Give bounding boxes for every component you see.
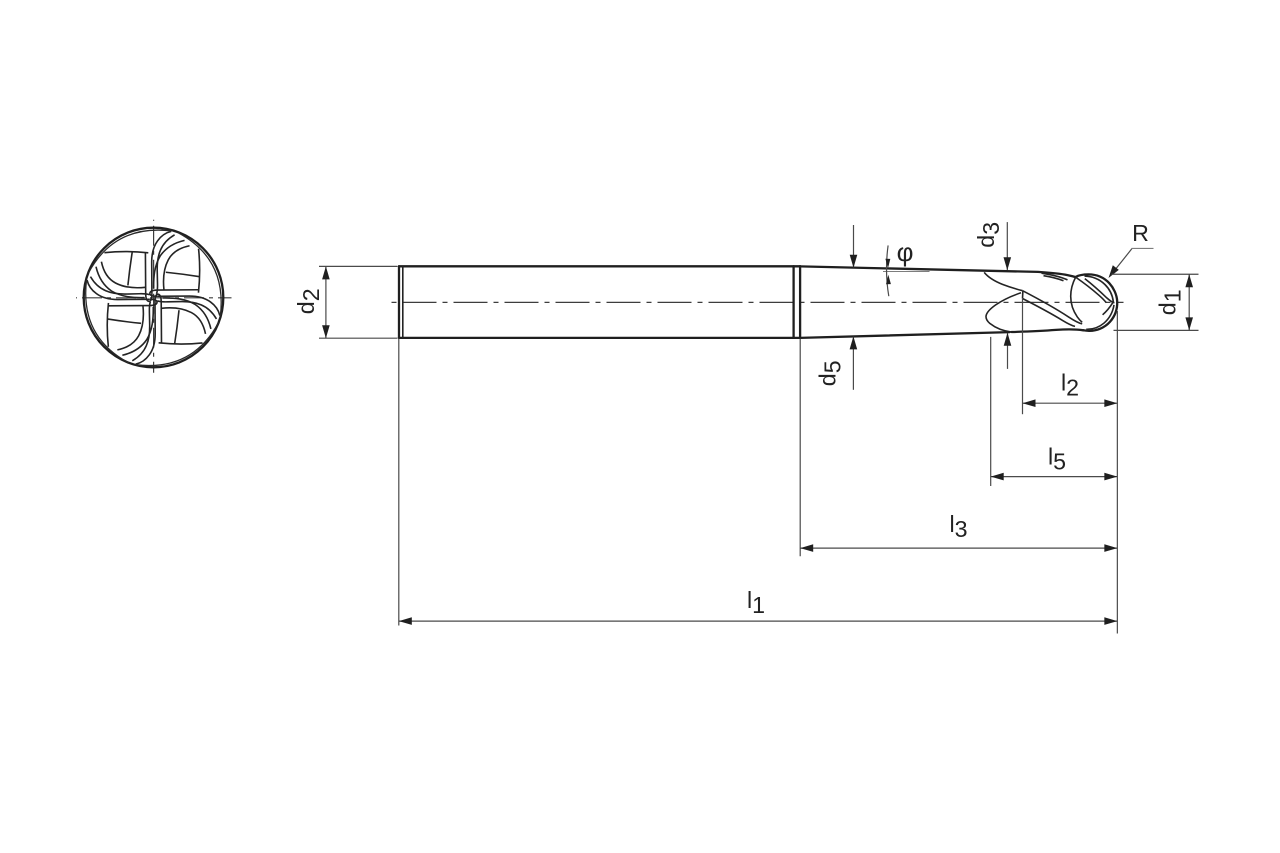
label-phi: φ [897,237,914,267]
ball-nose-outline [1074,273,1119,332]
l1-arrow-left-icon [398,617,412,625]
label-d5-sub: 5 [820,360,846,373]
label-d1-main: d [1154,302,1180,315]
d3-arrow-up-icon [1003,332,1012,346]
label-d1: d1 [1154,289,1185,315]
d5-arrow-up-icon [849,336,858,350]
label-l3-main: l [949,511,954,537]
label-d2: d2 [293,288,324,314]
ball-margin-upper [1084,275,1115,303]
label-phi-main: φ [897,237,914,267]
label-d1-sub: 1 [1159,289,1185,302]
label-R-main: R [1132,220,1149,246]
label-l5-main: l [1048,444,1053,470]
dimension-d1: d1 [1111,273,1199,331]
phi-arrow-down-icon [885,258,891,269]
flute-band-lower [1022,297,1076,328]
label-l5-sub: 5 [1053,449,1066,475]
dimension-phi: φ [883,237,930,297]
label-d3-sub: 3 [978,222,1004,235]
label-l2: l2 [1061,370,1079,401]
dimension-l1: l1 [398,338,1118,626]
neck-bottom-edge [798,331,1011,340]
d5-arrow-down-icon [849,254,858,268]
label-d5: d5 [815,360,846,386]
ball-tip-wedge [1102,302,1114,316]
radius-arrow-icon [1108,265,1119,278]
dimension-d5: d5 [815,225,858,390]
dimension-l2: l2 [1021,299,1118,415]
label-l1-main: l [747,587,752,613]
dimension-l5: l5 [990,336,1118,486]
label-l3: l3 [949,511,967,542]
d1-arrow-down-icon [1185,317,1193,331]
label-l3-sub: 3 [955,516,968,542]
phi-angle-arc [885,245,890,297]
neck-top-edge [798,265,1077,279]
end-view-outer-circle [82,226,225,369]
label-l2-sub: 2 [1066,375,1079,401]
l5-arrow-right-icon [1104,472,1118,481]
d2-arrow-up-icon [322,266,330,280]
label-d3-main: d [973,235,999,248]
label-d3: d3 [973,222,1004,248]
dimension-d3: d3 [973,222,1012,369]
side-view [388,265,1124,340]
l2-arrow-left-icon [1022,399,1036,407]
d3-arrow-down-icon [1003,257,1012,271]
l3-arrow-right-icon [1104,544,1118,552]
dimensions: d2 d5 φ d3 [293,220,1199,634]
d1-extension-lines [1111,273,1199,331]
phi-arrow-up-icon [886,274,891,285]
flute-band-upper [1022,290,1083,325]
dimension-d2: d2 [293,265,398,339]
label-l2-main: l [1061,370,1066,396]
label-d5-main: d [815,373,841,386]
l3-arrow-left-icon [800,544,814,552]
l2-arrow-right-icon [1104,399,1118,407]
dimension-R: R [1108,220,1154,278]
d1-arrow-up-icon [1185,274,1193,288]
label-l5: l5 [1048,444,1066,475]
lower-flute-lens [985,292,1022,333]
d2-arrow-down-icon [322,325,330,339]
label-R: R [1132,220,1149,246]
ball-edge-diagonal-2 [1084,277,1115,304]
d2-extension-lines [319,265,398,339]
upper-strip-b [1043,274,1064,282]
dimension-l3: l3 [799,338,1118,557]
head-bottom-contour [1010,328,1085,334]
label-l1: l1 [747,587,765,618]
ball-margin-lower [1086,304,1115,331]
upper-strip-a [1041,272,1068,281]
ball-edge-diagonal-1 [1075,276,1107,304]
upper-flute-edge [983,271,1023,292]
l5-arrow-left-icon [990,472,1004,481]
l1-arrow-right-icon [1104,617,1118,625]
end-view [76,219,232,373]
label-d2-sub: 2 [298,288,324,301]
label-l1-sub: 1 [752,592,765,618]
label-d2-main: d [293,301,319,314]
ball-gash-curve [1069,276,1083,323]
